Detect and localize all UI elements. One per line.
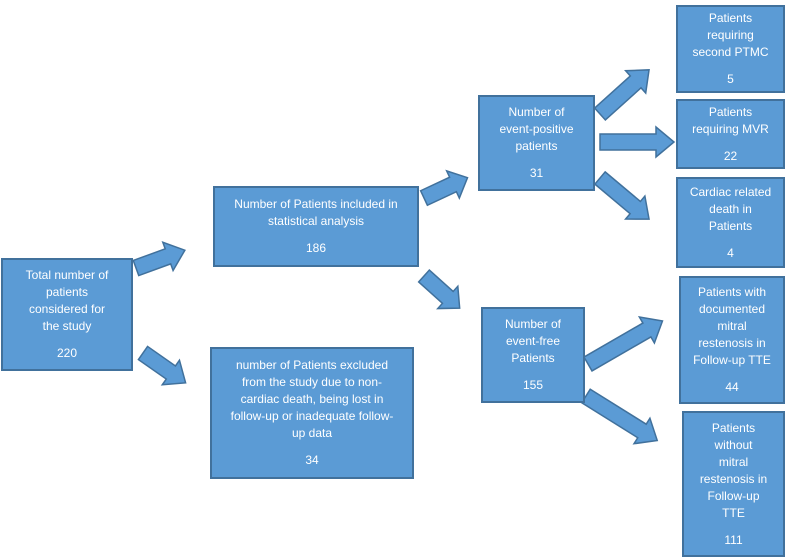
- node-mvr-count: 22: [723, 148, 738, 163]
- node-excluded-patients-label: number of Patients excluded from the stu…: [230, 358, 394, 440]
- arrow-included-to-event-free: [417, 268, 461, 310]
- node-second-ptmc: Patients requiring second PTMC 5: [676, 5, 785, 93]
- arrow-event-free-to-no-restenosis: [580, 388, 659, 445]
- node-second-ptmc-count: 5: [727, 72, 734, 86]
- node-excluded-patients-count: 34: [305, 453, 319, 467]
- node-included-patients-label: Number of Patients included in statistic…: [234, 197, 398, 228]
- node-mvr: Patients requiring MVR 22: [676, 99, 785, 169]
- node-second-ptmc-label: Patients requiring second PTMC: [692, 11, 769, 59]
- arrow-total-to-excluded: [137, 345, 187, 386]
- node-restenosis-count: 44: [725, 380, 739, 394]
- arrow-event-positive-to-cardiac-death: [593, 170, 650, 220]
- node-included-patients-count: 186: [305, 241, 327, 255]
- node-event-free-count: 155: [522, 378, 544, 392]
- node-restenosis: Patients with documented mitral restenos…: [679, 276, 785, 404]
- node-restenosis-label: Patients with documented mitral restenos…: [693, 285, 771, 367]
- node-no-restenosis-label: Patients without mitral restenosis in Fo…: [699, 420, 768, 520]
- arrow-total-to-included: [132, 241, 186, 277]
- node-total-patients-label: Total number of patients considered for …: [25, 268, 109, 333]
- arrow-event-positive-to-second-ptmc: [593, 69, 650, 122]
- arrow-included-to-event-positive: [419, 169, 469, 207]
- node-event-free: Number of event-free Patients 155: [481, 307, 585, 403]
- node-total-patients-count: 220: [56, 346, 78, 360]
- arrow-event-positive-to-mvr: [599, 125, 676, 159]
- node-cardiac-death-count: 4: [727, 245, 734, 260]
- node-event-positive-count: 31: [529, 166, 544, 180]
- node-no-restenosis-count: 111: [724, 532, 743, 547]
- node-event-positive-label: Number of event-positive patients: [499, 105, 574, 153]
- node-total-patients: Total number of patients considered for …: [1, 258, 133, 371]
- node-no-restenosis: Patients without mitral restenosis in Fo…: [682, 411, 785, 557]
- node-excluded-patients: number of Patients excluded from the stu…: [210, 347, 414, 479]
- node-cardiac-death-label: Cardiac related death in Patients: [689, 184, 772, 233]
- arrow-event-free-to-restenosis: [582, 315, 664, 372]
- node-event-positive: Number of event-positive patients 31: [478, 95, 595, 191]
- node-mvr-label: Patients requiring MVR: [692, 104, 769, 136]
- node-included-patients: Number of Patients included in statistic…: [213, 186, 419, 267]
- node-cardiac-death: Cardiac related death in Patients 4: [676, 177, 785, 268]
- node-event-free-label: Number of event-free Patients: [504, 317, 562, 365]
